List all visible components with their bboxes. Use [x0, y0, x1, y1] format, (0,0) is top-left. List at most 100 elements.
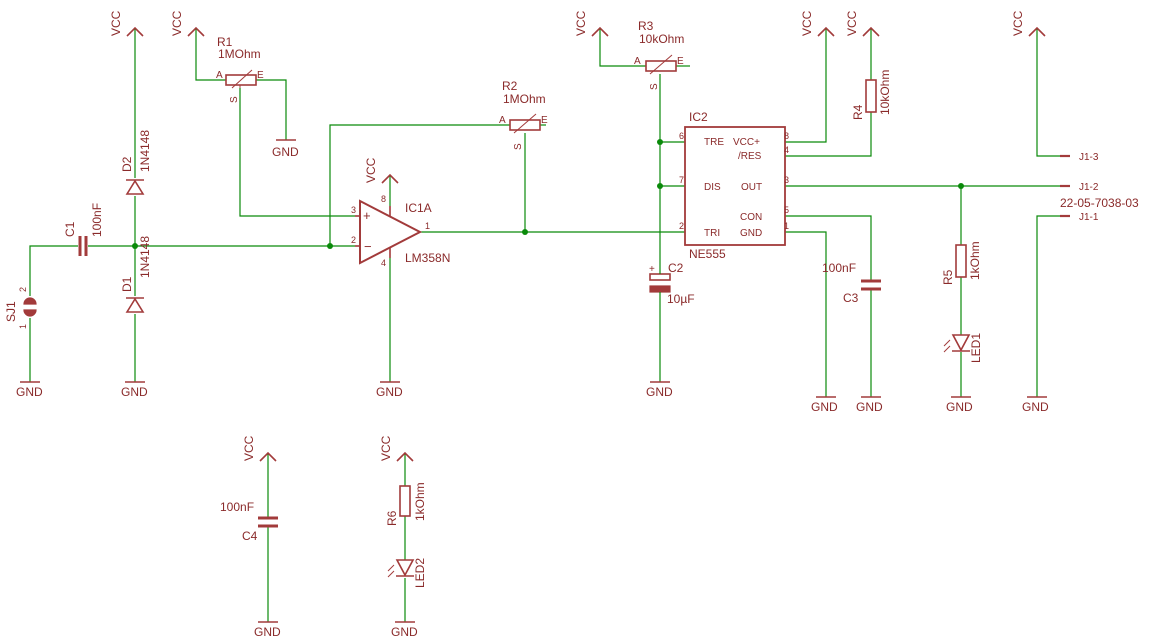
- gnd-symbol-ic2: GND: [811, 396, 838, 414]
- svg-text:E: E: [541, 115, 548, 126]
- svg-text:R2: R2: [502, 79, 518, 93]
- svg-text:LED1: LED1: [969, 333, 983, 363]
- svg-text:GND: GND: [811, 400, 838, 414]
- svg-text:1N4148: 1N4148: [138, 236, 152, 278]
- capacitor-c2: + C2 10µF: [649, 261, 695, 306]
- timer-ic2: IC2 NE555 TRE DIS TRI VCC+ /RES OUT CON …: [679, 110, 789, 261]
- svg-text:1: 1: [784, 221, 789, 231]
- svg-text:8: 8: [784, 131, 789, 141]
- svg-text:OUT: OUT: [741, 182, 762, 193]
- svg-text:10µF: 10µF: [667, 292, 695, 306]
- svg-text:VCC: VCC: [845, 10, 859, 36]
- svg-text:R4: R4: [851, 104, 865, 120]
- svg-text:−: −: [364, 239, 372, 254]
- svg-text:VCC: VCC: [1011, 10, 1025, 36]
- vcc-symbol-r4: VCC: [845, 10, 880, 37]
- gnd-symbol-sj1: GND: [16, 381, 43, 399]
- junction-dot: [657, 183, 663, 189]
- svg-text:GND: GND: [946, 400, 973, 414]
- svg-text:100nF: 100nF: [822, 261, 856, 275]
- gnd-symbols: GND GND GND GND GND GND GND GND: [16, 139, 1049, 639]
- svg-text:D2: D2: [120, 156, 134, 172]
- resistor-r6: R6 1kOhm: [385, 482, 427, 526]
- svg-text:S: S: [513, 143, 524, 150]
- svg-text:A: A: [634, 56, 641, 67]
- svg-text:GND: GND: [16, 385, 43, 399]
- svg-text:IC2: IC2: [689, 110, 708, 124]
- svg-text:GND: GND: [740, 228, 762, 239]
- gnd-symbol-c2: GND: [646, 381, 673, 399]
- svg-text:LM358N: LM358N: [405, 251, 450, 265]
- junction-dot: [327, 243, 333, 249]
- potentiometer-r1: R1 1MOhm A E S: [216, 35, 264, 103]
- gnd-symbol-led2: GND: [391, 621, 418, 639]
- gnd-symbol-c3: GND: [856, 396, 883, 414]
- svg-text:A: A: [499, 115, 506, 126]
- svg-text:SJ1: SJ1: [4, 301, 18, 322]
- svg-text:1MOhm: 1MOhm: [503, 92, 546, 106]
- svg-text:J1-3: J1-3: [1079, 152, 1099, 163]
- vcc-symbol-r3: VCC: [574, 10, 609, 37]
- svg-text:S: S: [649, 83, 660, 90]
- svg-text:DIS: DIS: [704, 182, 721, 193]
- svg-text:4: 4: [381, 258, 386, 268]
- svg-text:C1: C1: [63, 221, 77, 237]
- capacitor-c1: C1 100nF: [63, 203, 104, 256]
- svg-text:C3: C3: [843, 291, 859, 305]
- svg-text:6: 6: [679, 131, 684, 141]
- svg-text:GND: GND: [121, 385, 148, 399]
- junction-dot: [132, 243, 138, 249]
- connector-j1: J1-3 J1-2 J1-1 22-05-7038-03: [1060, 152, 1139, 223]
- potentiometer-r2: R2 1MOhm A E S: [499, 79, 548, 150]
- potentiometer-r3: R3 10kOhm A E S: [634, 19, 684, 90]
- junction-dot: [657, 139, 663, 145]
- svg-text:C2: C2: [668, 261, 684, 275]
- gnd-symbol-led1: GND: [946, 396, 973, 414]
- svg-text:GND: GND: [272, 145, 299, 159]
- gnd-symbol-ic1a: GND: [376, 381, 403, 399]
- svg-text:100nF: 100nF: [90, 203, 104, 237]
- gnd-symbol-j1: GND: [1022, 396, 1049, 414]
- diode-d1: D1 1N4148: [120, 236, 152, 313]
- vcc-symbol-c4: VCC: [242, 435, 277, 462]
- svg-text:1MOhm: 1MOhm: [218, 47, 261, 61]
- vcc-symbol-r6: VCC: [379, 435, 414, 462]
- svg-text:IC1A: IC1A: [405, 201, 432, 215]
- vcc-symbol-j1: VCC: [1011, 10, 1046, 37]
- capacitor-c4: 100nF C4: [220, 500, 278, 543]
- solder-jumper-sj1: SJ1 2 1: [4, 287, 37, 329]
- svg-text:D1: D1: [120, 276, 134, 292]
- svg-text:22-05-7038-03: 22-05-7038-03: [1060, 196, 1139, 210]
- svg-text:+: +: [649, 264, 655, 275]
- svg-text:E: E: [677, 56, 684, 67]
- svg-text:7: 7: [679, 175, 684, 185]
- svg-text:VCC+: VCC+: [733, 137, 760, 148]
- svg-text:E: E: [257, 70, 264, 81]
- svg-text:10kOhm: 10kOhm: [639, 32, 684, 46]
- svg-text:VCC: VCC: [109, 10, 123, 36]
- svg-text:A: A: [216, 70, 223, 81]
- vcc-symbols: VCC VCC VCC VCC VCC VCC VCC VCC: [109, 10, 1046, 462]
- svg-text:5: 5: [784, 205, 789, 215]
- junction-dot: [958, 183, 964, 189]
- svg-text:R1: R1: [217, 35, 233, 49]
- svg-text:LED2: LED2: [413, 558, 427, 588]
- svg-text:C4: C4: [242, 529, 258, 543]
- svg-text:2: 2: [18, 287, 28, 292]
- svg-text:8: 8: [381, 194, 386, 204]
- svg-text:VCC: VCC: [242, 435, 256, 461]
- svg-text:NE555: NE555: [689, 247, 726, 261]
- svg-text:4: 4: [784, 145, 789, 155]
- vcc-symbol-d2: VCC: [109, 10, 144, 37]
- svg-text:VCC: VCC: [800, 10, 814, 36]
- svg-text:R3: R3: [638, 19, 654, 33]
- svg-text:CON: CON: [740, 212, 762, 223]
- svg-text:1: 1: [425, 221, 430, 231]
- svg-text:2: 2: [679, 221, 684, 231]
- svg-text:VCC: VCC: [364, 157, 378, 183]
- svg-text:1kOhm: 1kOhm: [968, 241, 982, 280]
- gnd-symbol-c4: GND: [254, 621, 281, 639]
- svg-text:1kOhm: 1kOhm: [413, 482, 427, 521]
- resistor-r4: R4 10kOhm: [851, 70, 892, 120]
